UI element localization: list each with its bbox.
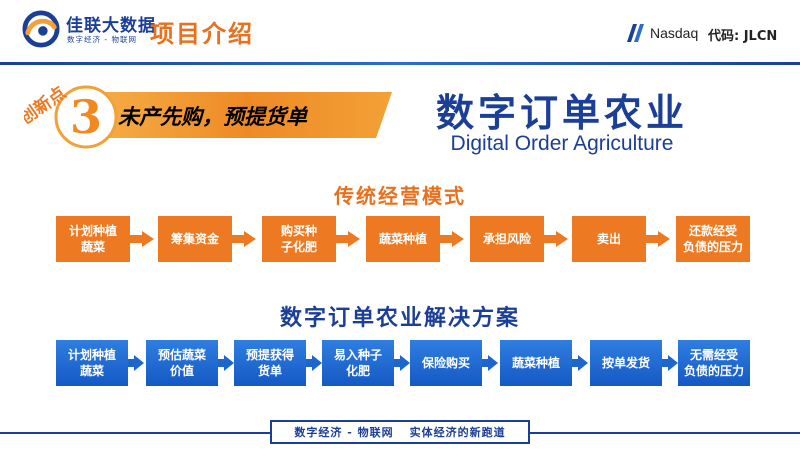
solution-step-label-2: 货单	[257, 364, 282, 378]
brand-logo: 佳联大数据 数字经济 - 物联网	[22, 8, 172, 52]
traditional-step-label: 卖出	[596, 232, 621, 246]
solution-step-label: 蔬菜种植	[511, 356, 560, 370]
arrow-shaft	[482, 359, 488, 367]
arrow-right-icon	[668, 355, 678, 371]
solution-step-label-2: 负债的压力	[683, 364, 744, 378]
arrow-right-icon	[452, 231, 464, 247]
traditional-step-label: 承担风险	[482, 232, 531, 246]
traditional-step-box: 计划种植蔬菜	[56, 216, 130, 262]
solution-step-label: 计划种植	[67, 348, 116, 362]
traditional-step-box: 承担风险	[470, 216, 544, 262]
solution-step-box: 计划种植蔬菜	[56, 340, 128, 386]
solution-step-label: 保险购买	[421, 356, 470, 370]
arrow-right-icon	[578, 355, 588, 371]
footer-right-text: 实体经济的新跑道	[409, 426, 506, 439]
solution-step-box: 预估蔬菜价值	[146, 340, 218, 386]
arrow-right-icon	[400, 355, 410, 371]
traditional-step-box: 筹集资金	[158, 216, 232, 262]
arrow-right-icon	[348, 231, 360, 247]
solution-step-label: 预估蔬菜	[157, 348, 206, 362]
solution-step-box: 预提获得货单	[234, 340, 306, 386]
logo-swirl-icon	[22, 10, 60, 48]
traditional-step-label: 购买种	[280, 224, 317, 238]
page-title: 项目介绍	[150, 20, 254, 48]
exchange-name: Nasdaq	[650, 25, 699, 41]
arrow-shaft	[394, 359, 400, 367]
arrow-right-icon	[312, 355, 322, 371]
brand-name: 佳联大数据	[66, 16, 156, 36]
main-title: 数字订单农业	[435, 91, 688, 135]
arrow-right-icon	[244, 231, 256, 247]
header-divider	[0, 62, 800, 65]
solution-section-title: 数字订单农业解决方案	[279, 306, 520, 331]
arrow-right-icon	[658, 231, 670, 247]
footer-left-text: 数字经济 - 物联网	[294, 426, 394, 439]
arrow-right-icon	[224, 355, 234, 371]
traditional-step-label: 蔬菜种植	[378, 232, 427, 246]
traditional-step-label: 计划种植	[68, 224, 117, 238]
solution-step-label-2: 蔬菜	[79, 364, 104, 378]
solution-step-box: 保险购买	[410, 340, 482, 386]
solution-step-label: 易入种子	[333, 348, 382, 362]
solution-flow: 计划种植蔬菜预估蔬菜价值预提获得货单易入种子化肥保险购买蔬菜种植按单发货无需经受…	[0, 340, 800, 386]
arrow-shaft	[662, 359, 668, 367]
solution-step-box: 蔬菜种植	[500, 340, 572, 386]
traditional-flow: 计划种植蔬菜 筹集资金 购买种子化肥 蔬菜种植 承担风险 卖出 还款经受负债的压力	[0, 216, 800, 262]
solution-step-label: 按单发货	[601, 356, 650, 370]
arrow-right-icon	[556, 231, 568, 247]
traditional-step-box: 卖出	[572, 216, 646, 262]
arrow-right-icon	[488, 355, 498, 371]
innovation-badge: 3 创新点 未产先购，预提货单	[24, 70, 394, 160]
arrow-right-icon	[142, 231, 154, 247]
traditional-step-label-2: 子化肥	[280, 240, 317, 254]
traditional-step-box: 蔬菜种植	[366, 216, 440, 262]
traditional-step-label-2: 蔬菜	[80, 240, 105, 254]
arrow-shaft	[440, 235, 452, 243]
solution-step-label: 预提获得	[245, 348, 294, 362]
main-subtitle: Digital Order Agriculture	[450, 132, 674, 155]
traditional-section-title: 传统经营模式	[334, 184, 466, 208]
innovation-banner	[74, 92, 392, 138]
innovation-slogan: 未产先购，预提货单	[118, 105, 307, 129]
solution-step-label: 无需经受	[689, 348, 738, 362]
arrow-shaft	[232, 235, 244, 243]
arrow-shaft	[128, 359, 134, 367]
arrow-shaft	[544, 235, 556, 243]
ticker-code: 代码: JLCN	[708, 29, 778, 44]
traditional-step-label: 筹集资金	[170, 232, 219, 246]
traditional-step-box: 还款经受负债的压力	[676, 216, 750, 262]
arrow-right-icon	[134, 355, 144, 371]
traditional-step-label-2: 负债的压力	[682, 240, 743, 254]
arrow-shaft	[130, 235, 142, 243]
arrow-shaft	[218, 359, 224, 367]
arrow-shaft	[646, 235, 658, 243]
solution-step-box: 易入种子化肥	[322, 340, 394, 386]
traditional-step-box: 购买种子化肥	[262, 216, 336, 262]
brand-tagline: 数字经济 - 物联网	[67, 35, 137, 44]
innovation-emblem-icon: 3 创新点	[24, 82, 118, 149]
solution-step-label-2: 化肥	[345, 364, 370, 378]
solution-step-box: 按单发货	[590, 340, 662, 386]
arrow-shaft	[336, 235, 348, 243]
footer-slogan: 数字经济 - 物联网 实体经济的新跑道	[270, 420, 530, 444]
solution-step-label-2: 价值	[169, 364, 194, 378]
nasdaq-logo-icon	[627, 24, 644, 42]
arrow-shaft	[306, 359, 312, 367]
innovation-number: 3	[70, 90, 102, 144]
arrow-shaft	[572, 359, 578, 367]
traditional-step-label: 还款经受	[688, 224, 737, 238]
solution-step-box: 无需经受负债的压力	[678, 340, 750, 386]
